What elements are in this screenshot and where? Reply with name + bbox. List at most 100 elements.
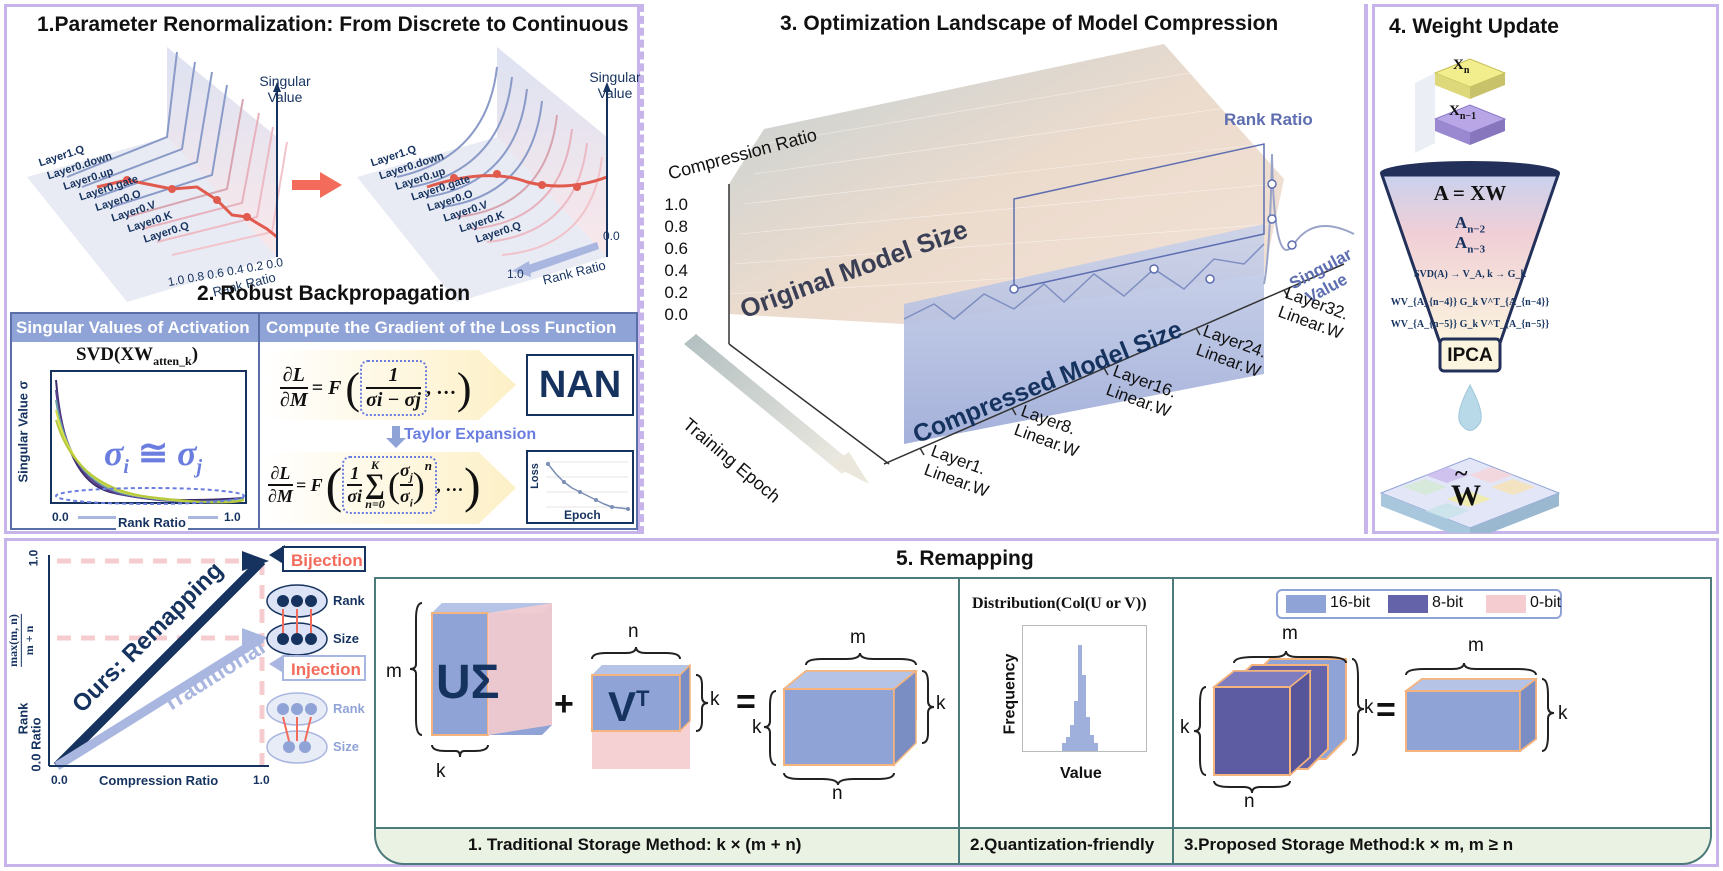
continuous-rank-curve [426, 174, 608, 189]
res-k2-label: k [936, 693, 946, 714]
u-m-label: m [386, 661, 402, 682]
ytick: 0.2 [664, 283, 688, 302]
prop-k-label: k [1180, 717, 1190, 738]
footer-proposed: 3.Proposed Storage Method:k × m, m ≥ n [1184, 835, 1514, 854]
discrete-rank-path [96, 178, 278, 239]
eq1-fraction-box: 1 σi − σj [360, 360, 427, 416]
nan-box: NAN [526, 354, 634, 416]
svd-subscript: atten_k [153, 353, 192, 368]
panel1-title: 1.Parameter Renormalization: From Discre… [37, 13, 629, 36]
panel-robust-backpropagation: 2. Robust Backpropagation Singular Value… [4, 282, 640, 534]
taylor-arrow-head [386, 438, 406, 448]
sigma-approx: σi ≅ σj [104, 432, 202, 479]
panel5-title: 5. Remapping [896, 547, 1034, 570]
taylor-arrow [392, 426, 400, 440]
vt-sup: T [636, 686, 650, 711]
injection-label: Injection [291, 660, 361, 679]
vt-symbol: V [608, 683, 637, 730]
vt-n-label: n [628, 621, 639, 642]
layer-axis [883, 263, 1345, 465]
svd-ylabel: Singular Value σ [15, 380, 31, 483]
panel-parameter-renormalization: 1.Parameter Renormalization: From Discre… [4, 4, 641, 304]
eq2-dm: ∂M [268, 484, 293, 506]
panel2-title: 2. Robust Backpropagation [197, 282, 471, 305]
ytick: 0.8 [664, 217, 688, 236]
prop-res-m-label: m [1468, 635, 1484, 656]
renormalize-arrow [292, 172, 342, 198]
an3-sub: n−3 [1467, 243, 1486, 256]
approx-symbol: ≅ [137, 433, 169, 473]
ytick: 0.6 [664, 239, 688, 258]
traditional-storage-diagram [409, 602, 935, 786]
loss-curve [546, 461, 630, 511]
xn-label: Xn [1453, 57, 1469, 76]
right-singular-value-label: Singular Value [589, 69, 641, 101]
wv1-label: WV_{A_{n−4}} G_k V^T_{A_{n−4}} [1390, 297, 1550, 308]
remap-box: UΣ m k + VT n k = k m k n Distribution(C… [374, 577, 1712, 829]
an2-sub: n−2 [1467, 223, 1486, 236]
equals-sign-2: = [1376, 691, 1396, 729]
xn1-sub: n−1 [1459, 111, 1477, 122]
svd-xlabel: Rank Ratio [116, 515, 188, 530]
ipca-label: IPCA [1447, 345, 1493, 366]
rank-ratio-arrow [522, 242, 599, 275]
legend-swatch-16bit [1286, 595, 1326, 613]
eq2-F: = F [295, 474, 323, 495]
eq1-den: σi − σj [366, 387, 421, 411]
svd-x1: 1.0 [224, 510, 241, 524]
discrete-rank-points [123, 176, 251, 221]
remapping-chart [48, 545, 366, 770]
eq1-dm: ∂M [280, 387, 308, 411]
svd-x0: 0.0 [52, 510, 69, 524]
value-label: Value [1060, 765, 1102, 782]
tilde: ~ [1455, 461, 1468, 487]
xn1-symbol: X [1449, 103, 1460, 119]
landscape-plot [684, 44, 1355, 484]
wv2-label: WV_{A_{n−5}} G_k V^T_{A_{n−5}} [1390, 319, 1550, 330]
w-tilde-label: ~W [1451, 461, 1481, 513]
distribution-histogram [1022, 625, 1147, 752]
legend-swatch-8bit [1388, 595, 1428, 613]
panel-remapping: 5. Remapping [370, 538, 1719, 867]
bijection-rank-label: Rank [333, 593, 365, 608]
eq2-inv-num: 1 [350, 463, 360, 483]
remap-divider-2 [1172, 579, 1174, 829]
res-m-label: m [850, 627, 866, 648]
prop-n-label: n [1244, 791, 1255, 812]
panel4-title: 4. Weight Update [1389, 15, 1559, 38]
vt-k-label: k [710, 689, 720, 710]
vt-label: VT [608, 683, 649, 731]
an2-symbol: A [1454, 213, 1468, 232]
u-k-label: k [436, 761, 446, 782]
discrete-curves [66, 51, 288, 256]
eq2-power: n [424, 458, 433, 473]
bit-legend: 16-bit 8-bit 0-bit [1276, 589, 1562, 619]
backprop-box: Singular Values of Activation Compute th… [10, 312, 638, 530]
ytick: 0.0 [664, 305, 688, 324]
singular-value-plot [50, 370, 247, 505]
y-fraction-label: max(m, n) m + n [6, 614, 37, 667]
legend-swatch-0bit [1486, 595, 1526, 613]
equation-2: ∂L ∂M = F ( 1 σi K ∑ n=0 ( σj σi [268, 456, 481, 514]
header-right: Compute the Gradient of the Loss Functio… [260, 314, 636, 342]
ours-line [53, 557, 266, 770]
equals-sign-1: = [736, 683, 756, 721]
plus-sign: + [554, 685, 574, 723]
continuous-curves [396, 66, 603, 256]
frequency-label: Frequency [1001, 653, 1019, 735]
xn-sub: n [1463, 65, 1470, 76]
legend-16bit: 16-bit [1330, 594, 1371, 611]
right-tick-hi: 1.0 [507, 267, 524, 281]
footer-traditional: 1. Traditional Storage Method: k × (m + … [468, 835, 802, 854]
bijection-label: Bijection [291, 551, 363, 570]
legend-8bit: 8-bit [1432, 594, 1464, 611]
panel-weight-update: 4. Weight Update Xn [1372, 4, 1719, 534]
injection-size-label: Size [333, 739, 360, 754]
prop-m-label: m [1282, 623, 1298, 644]
res-k-label: k [752, 717, 762, 738]
a-eq-label: A = XW [1433, 181, 1507, 205]
svd-label: SVD(XW [76, 344, 154, 365]
epoch-label: Epoch [564, 508, 601, 522]
xn-symbol: X [1453, 57, 1464, 73]
eq2-dl: ∂L [270, 463, 291, 483]
